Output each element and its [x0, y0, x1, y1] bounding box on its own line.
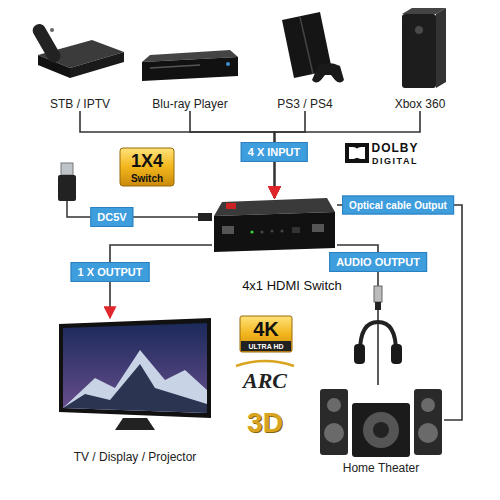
switch-badge: [120, 148, 174, 186]
badge-plate: [120, 148, 174, 186]
tv-illustration: [55, 318, 215, 436]
screen-mountain-shadow: [63, 364, 207, 413]
xbox-button: [415, 26, 423, 34]
hdmi-port: [312, 224, 324, 232]
device-label: Home Theater: [298, 461, 464, 475]
ear-cup: [354, 344, 365, 364]
speaker-cone: [421, 398, 435, 412]
arc-logo: [236, 361, 294, 366]
logo-text: 3D: [247, 407, 283, 439]
status-led: [280, 229, 283, 232]
headband: [360, 322, 396, 352]
dolby-mark: [345, 143, 369, 163]
status-led: [250, 230, 253, 233]
device-node: Xbox 360: [365, 8, 475, 111]
switch-node: 4x1 HDMI Switch: [212, 198, 337, 260]
subwoofer: [352, 403, 410, 457]
woofer-cap: [373, 422, 389, 438]
power-wire: [67, 201, 206, 217]
xbox-console: [402, 8, 446, 88]
xbox-front: [402, 14, 436, 88]
power-led: [226, 62, 230, 66]
cable-connector: [337, 205, 462, 420]
arc-swoosh: [236, 361, 294, 366]
tv-screen: [63, 323, 207, 413]
badge-text: Switch: [131, 173, 163, 184]
logo-text: DOLBY: [372, 141, 419, 155]
game-controller: [312, 63, 344, 83]
satellite-speaker: [414, 389, 442, 455]
dolby-logo: [345, 143, 369, 163]
power-tag: DC5V: [90, 207, 133, 227]
device-node: Blu-ray Player: [135, 8, 245, 111]
set-top-box: [30, 22, 124, 78]
status-led: [260, 230, 263, 233]
speaker-cone: [324, 423, 344, 443]
usb-plug-metal: [61, 163, 73, 175]
remote-button: [50, 28, 54, 32]
4k-logo: [240, 316, 292, 352]
tv-node: TV / Display / Projector: [55, 318, 215, 436]
port-tag: 1 X OUTPUT: [71, 262, 150, 282]
player-front: [142, 57, 238, 81]
device-label: TV / Display / Projector: [45, 450, 225, 464]
theater-node: Home Theater: [318, 385, 444, 457]
device-label: Blu-ray Player: [135, 97, 245, 111]
jack-plug: [374, 286, 382, 302]
xbox-side: [436, 8, 446, 88]
switch-illustration: [212, 198, 337, 260]
ps4-console: [282, 12, 344, 83]
switch-logo: [226, 203, 236, 209]
disc-tray: [150, 65, 200, 68]
hdmi-port: [222, 226, 234, 234]
ear-cup: [391, 344, 402, 364]
device-node: PS3 / PS4: [250, 8, 360, 111]
switch-front: [214, 212, 335, 252]
woofer-cone: [363, 412, 399, 448]
console-groove: [300, 17, 313, 74]
port-tag: 4 X INPUT: [241, 142, 308, 162]
jack-sleeve: [375, 302, 381, 310]
logo-plate: [240, 316, 292, 352]
switch-label: 4x1 HDMI Switch: [217, 278, 367, 293]
speaker-cone: [418, 423, 438, 443]
device-label: Xbox 360: [365, 97, 475, 111]
speaker-illustration: [318, 385, 444, 457]
remote-control: [30, 22, 62, 65]
usb-power-cable: [58, 163, 212, 221]
logo-text: ULTRA HD: [249, 343, 284, 350]
tv-stand: [115, 418, 155, 430]
speaker-cone: [327, 398, 341, 412]
tv-bezel: [59, 318, 211, 418]
port-tag: AUDIO OUTPUT: [329, 252, 427, 272]
stb-side: [70, 52, 124, 78]
select-button: [292, 227, 300, 233]
dolby-half: [355, 147, 365, 159]
logo-text: DIGITAL: [372, 156, 418, 166]
screen-mountain: [63, 350, 207, 413]
usb-plug-body: [58, 175, 76, 201]
logo-text: ARC: [243, 368, 287, 394]
device-label: STB / IPTV: [25, 97, 135, 111]
device-node: STB / IPTV: [25, 8, 135, 111]
headphones: [354, 322, 402, 364]
status-led: [270, 229, 273, 232]
port-tag: Optical cable Output: [342, 196, 454, 215]
device-label: PS3 / PS4: [250, 97, 360, 111]
bluray-player: [142, 50, 238, 81]
badge-text: 1X4: [131, 151, 163, 172]
micro-usb-plug: [198, 213, 212, 221]
satellite-speaker: [320, 389, 348, 455]
logo-strip: [241, 341, 291, 351]
logo-text: 4K: [253, 318, 279, 341]
audio-jack: [374, 286, 382, 310]
